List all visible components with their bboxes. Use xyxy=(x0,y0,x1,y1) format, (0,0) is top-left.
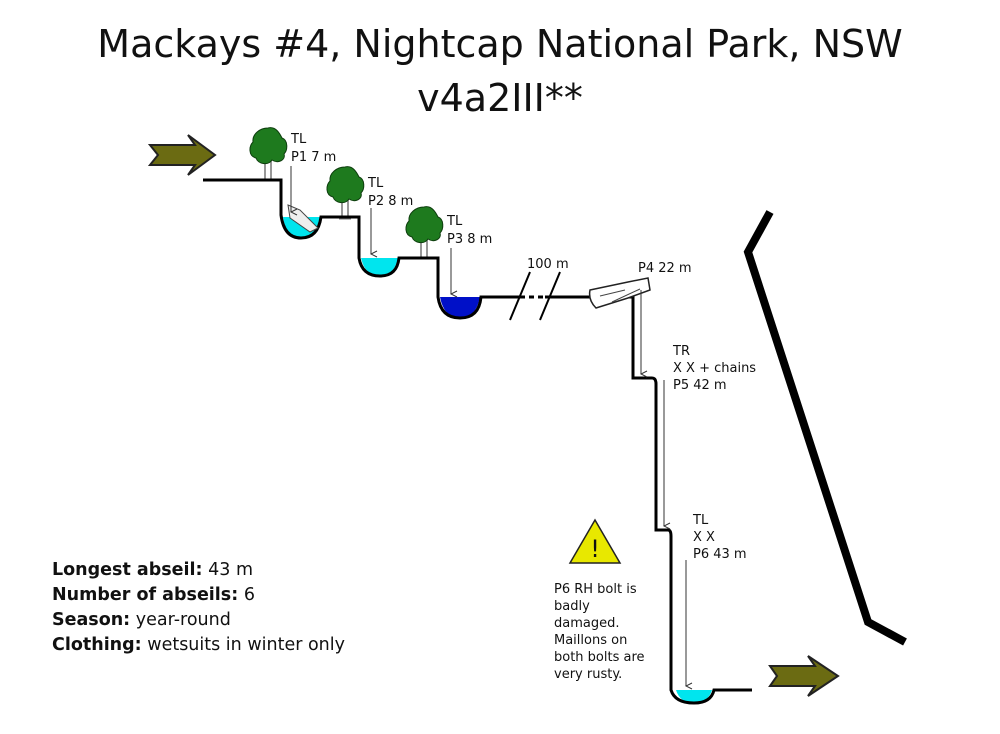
pool-p3 xyxy=(440,297,480,318)
p5-bolts: X X + chains xyxy=(673,361,756,376)
canyon-profile xyxy=(203,178,752,705)
log-icon xyxy=(588,277,651,309)
p6-bolts: X X xyxy=(693,530,715,545)
p3-label: P3 8 m xyxy=(447,232,492,247)
warning-icon xyxy=(568,518,622,564)
svg-text:badly: badly xyxy=(554,599,590,614)
p3-anchor: TL xyxy=(446,214,463,229)
svg-text:both bolts are: both bolts are xyxy=(554,650,645,665)
tree-icon xyxy=(326,165,365,220)
walk-distance: 100 m xyxy=(527,257,569,272)
warning-glyph: ! xyxy=(590,535,600,563)
p2-label: P2 8 m xyxy=(368,194,413,209)
p5-anchor: TR xyxy=(672,344,690,359)
warning-note: P6 RH bolt is badly damaged. Maillons on… xyxy=(554,582,645,682)
pool-p6 xyxy=(676,690,712,703)
diagram-title: Mackays #4, Nightcap National Park, NSW xyxy=(97,22,903,66)
pool-p2 xyxy=(361,258,398,276)
stat-season: Season: year-round xyxy=(52,610,231,630)
p1-anchor: TL xyxy=(290,132,307,147)
tree-icon xyxy=(405,205,444,260)
svg-text:P6 RH bolt is: P6 RH bolt is xyxy=(554,582,637,597)
svg-text:damaged.: damaged. xyxy=(554,616,619,631)
p5-label: P5 42 m xyxy=(673,378,727,393)
p4-label: P4 22 m xyxy=(638,261,692,276)
grade-label: v4a2III** xyxy=(417,76,583,120)
start-arrow-icon xyxy=(147,134,217,176)
stat-longest: Longest abseil: 43 m xyxy=(52,560,253,580)
canyon-stats: Longest abseil: 43 m Number of abseils: … xyxy=(52,558,345,658)
p1-label: P1 7 m xyxy=(291,150,336,165)
svg-text:Maillons on: Maillons on xyxy=(554,633,627,648)
exit-arrow-icon xyxy=(768,655,840,697)
stat-clothing: Clothing: wetsuits in winter only xyxy=(52,635,345,655)
p2-anchor: TL xyxy=(367,176,384,191)
p6-anchor: TL xyxy=(692,513,709,528)
tree-icon xyxy=(249,126,288,181)
p6-label: P6 43 m xyxy=(693,547,747,562)
canyon-wall xyxy=(743,210,907,646)
break-marks xyxy=(509,271,561,321)
svg-text:very rusty.: very rusty. xyxy=(554,667,622,682)
stat-count: Number of abseils: 6 xyxy=(52,585,255,605)
